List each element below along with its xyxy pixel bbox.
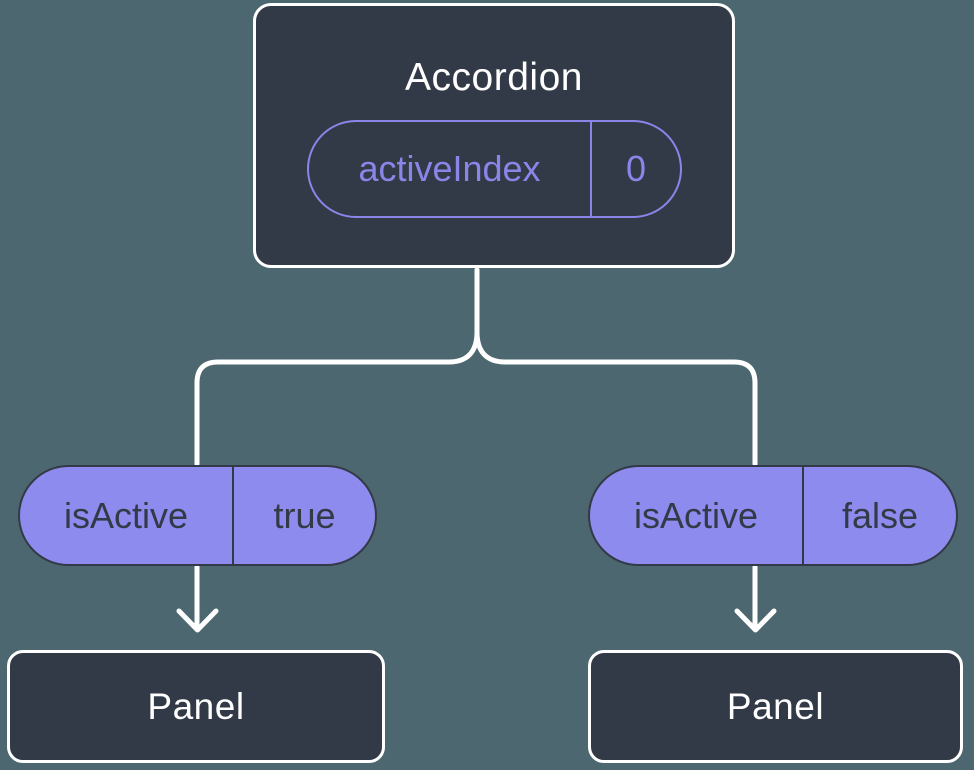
accordion-node: Accordion activeIndex 0: [253, 3, 735, 268]
panel-node-left: Panel: [7, 650, 385, 763]
prop-pill-isactive-false: isActive false: [588, 465, 958, 566]
panel-node-right: Panel: [588, 650, 963, 763]
panel-node-title: Panel: [726, 685, 825, 727]
prop-pill-isactive-true: isActive true: [18, 465, 377, 566]
connector-branch-right: [474, 267, 758, 467]
accordion-node-title: Accordion: [405, 56, 583, 99]
arrow-down-left-icon: [176, 564, 219, 633]
prop-value-label: true: [232, 467, 375, 564]
prop-value-label: false: [802, 467, 956, 564]
prop-name-label: isActive: [633, 494, 759, 536]
panel-node-title: Panel: [147, 685, 245, 727]
connector-branch-left: [194, 267, 480, 467]
state-pill-activeindex: activeIndex 0: [307, 120, 682, 218]
prop-name-label: isActive: [63, 494, 189, 536]
state-value-label: 0: [590, 122, 680, 216]
state-name-label: activeIndex: [358, 148, 541, 189]
arrow-down-right-icon: [734, 564, 777, 633]
